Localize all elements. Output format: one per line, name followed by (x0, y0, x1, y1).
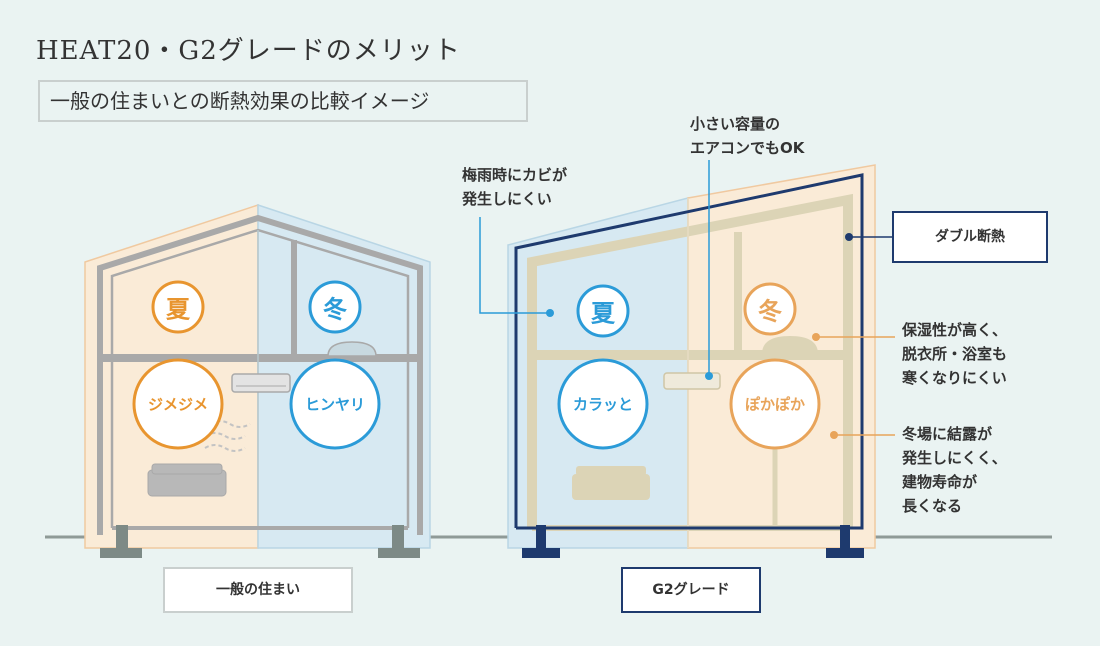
mold-leader-line (479, 217, 548, 314)
aircon-annotation: 小さい容量の エアコンでもOK (690, 115, 805, 157)
general-bathtub (327, 341, 377, 357)
g2-house-label: G2グレード (621, 567, 761, 613)
general-sofa (147, 463, 227, 497)
g2-sofa (572, 466, 650, 500)
humidity-annotation: 保湿性が高く、 脱衣所・浴室も 寒くなりにくい (902, 321, 1008, 387)
general-house (84, 203, 431, 558)
general-summer-feel-label: ジメジメ (147, 395, 209, 414)
general-winter-feel-circle (289, 358, 381, 450)
general-summer-feel-circle (132, 358, 224, 450)
g2-winter-feel-label: ぽかぽか (744, 395, 806, 414)
page-subtitle: 一般の住まいとの断熱効果の比較イメージ (38, 80, 528, 122)
g2-bathtub (762, 336, 818, 354)
g2-house-frame (514, 173, 864, 530)
general-summer-circle (151, 280, 205, 334)
g2-summer-label: 夏 (591, 299, 615, 328)
general-aircon (231, 373, 291, 393)
g2-winter-feel-circle (729, 358, 821, 450)
page-title: HEAT20・G2グレードのメリット (36, 36, 461, 66)
g2-summer-circle (576, 284, 630, 338)
condensation-annotation: 冬場に結露が 発生しにくく、 建物寿命が 長くなる (902, 425, 1007, 515)
g2-summer-feel-circle (557, 358, 649, 450)
general-winter-feel-label: ヒンヤリ (304, 395, 366, 414)
general-winter-label: 冬 (323, 295, 347, 324)
mold-annotation: 梅雨時にカビが 発生しにくい (462, 166, 568, 208)
general-summer-label: 夏 (166, 295, 190, 324)
double-insulation-label: ダブル断熱 (892, 211, 1048, 263)
general-house-label: 一般の住まい (163, 567, 353, 613)
g2-foundation (522, 525, 864, 558)
general-winter-circle (308, 280, 362, 334)
g2-house (507, 164, 876, 558)
g2-summer-feel-label: カラッと (572, 395, 634, 414)
g2-winter-label: 冬 (758, 297, 782, 326)
g2-winter-circle (743, 282, 797, 336)
general-foundation (100, 525, 420, 558)
